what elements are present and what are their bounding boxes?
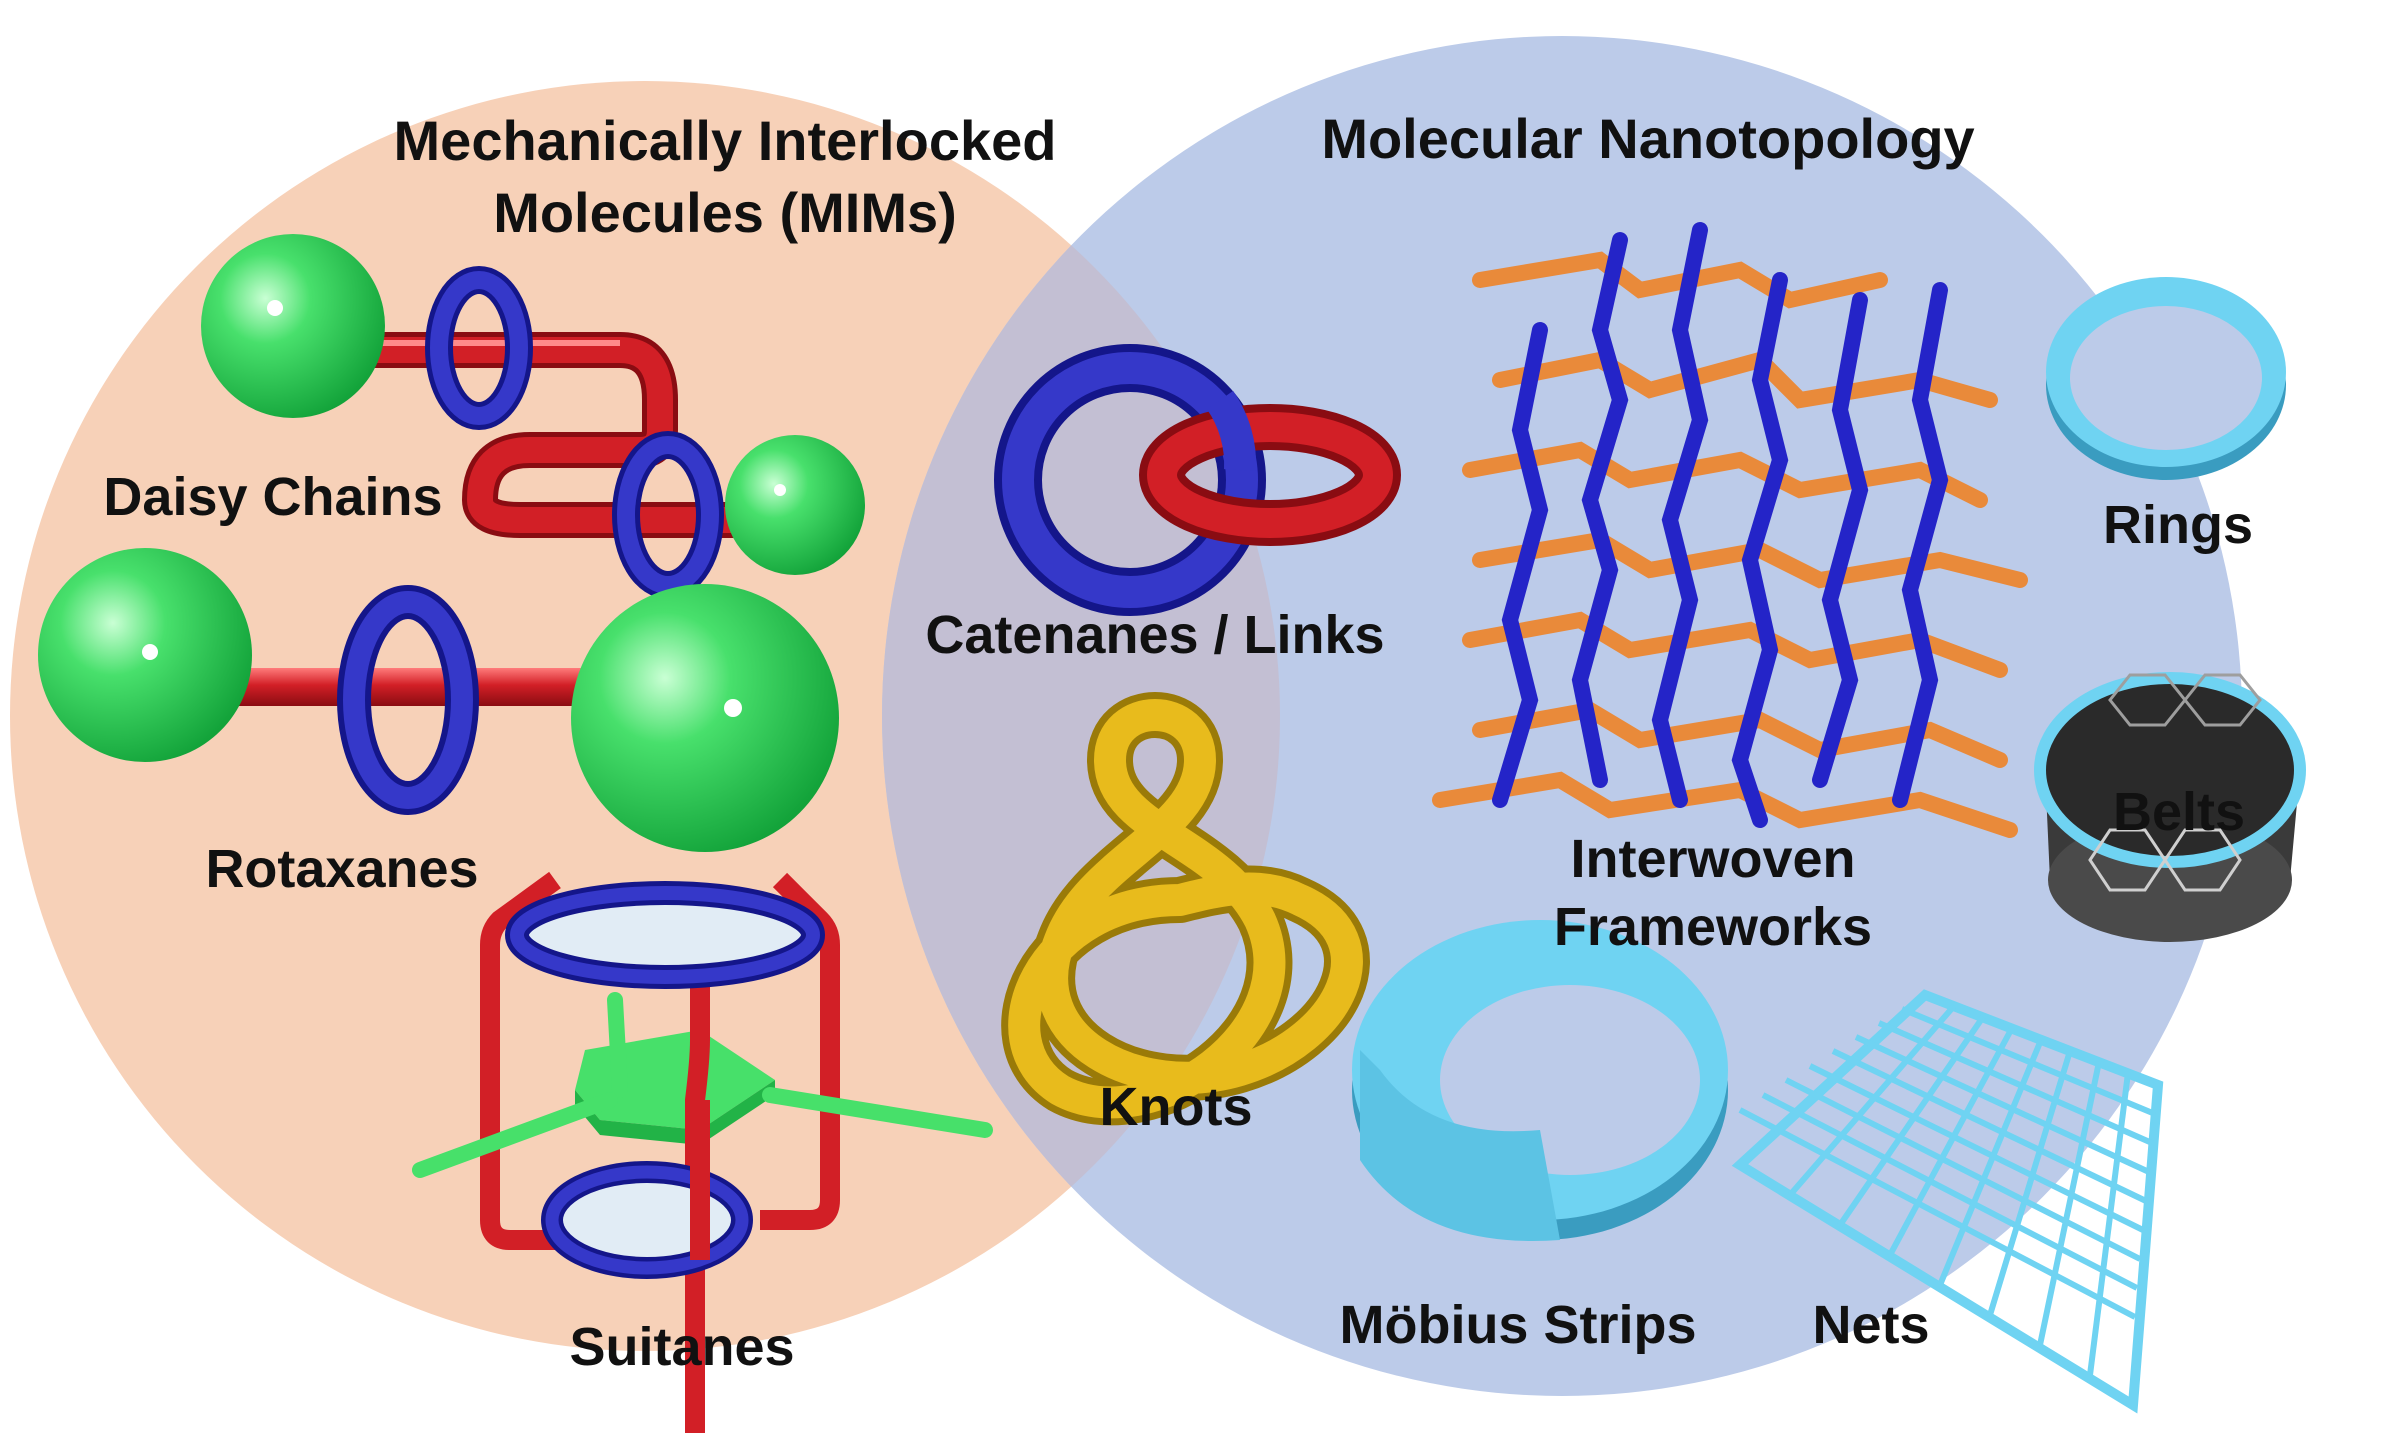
ring-illustration (2046, 277, 2286, 480)
label-suitanes: Suitanes (569, 1317, 794, 1377)
label-belts: Belts (2113, 782, 2245, 842)
net-illustration (1731, 989, 2164, 1414)
label-nets: Nets (1812, 1295, 1929, 1355)
label-knots: Knots (1100, 1077, 1253, 1137)
trefoil-knot-illustration (1001, 692, 1370, 1126)
mims-title-line2: Molecules (MIMs) (493, 181, 957, 244)
daisy-chain-illustration (201, 234, 865, 599)
suitane-illustration (412, 871, 993, 1438)
label-rings: Rings (2103, 495, 2253, 555)
label-rotaxanes: Rotaxanes (205, 839, 478, 899)
interwoven-framework-illustration (1432, 222, 2028, 838)
mobius-strip-illustration (1352, 920, 1728, 1241)
nanotopology-title: Molecular Nanotopology (1321, 107, 1974, 170)
belt-illustration (2034, 672, 2306, 942)
label-interwoven-line2: Frameworks (1554, 897, 1872, 957)
mims-title-line1: Mechanically Interlocked (394, 109, 1057, 172)
label-mobius-strips: Möbius Strips (1339, 1295, 1696, 1355)
label-interwoven-line1: Interwoven (1570, 829, 1855, 889)
label-daisy-chains: Daisy Chains (103, 467, 442, 527)
rotaxane-illustration (38, 548, 839, 852)
label-catenanes: Catenanes / Links (925, 605, 1384, 665)
catenane-illustration (994, 344, 1401, 616)
